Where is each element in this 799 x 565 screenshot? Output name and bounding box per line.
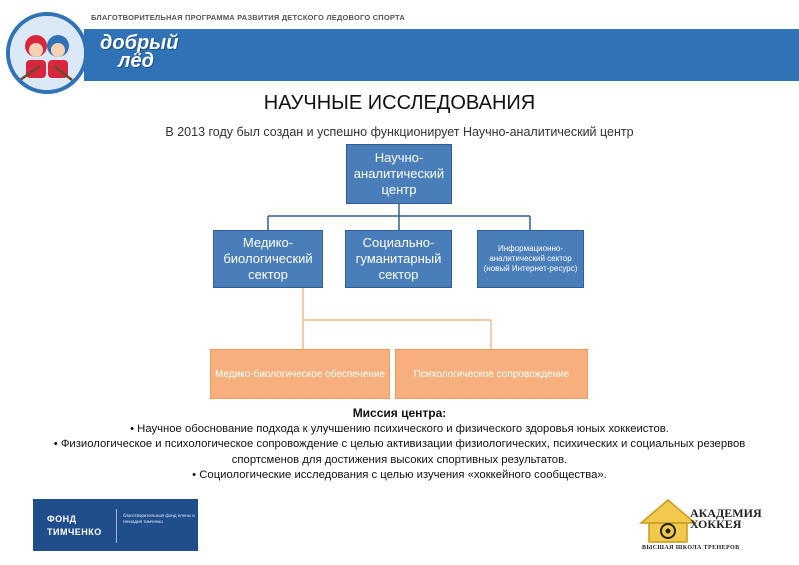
program-title: БЛАГОТВОРИТЕЛЬНАЯ ПРОГРАММА РАЗВИТИЯ ДЕТ… [91, 13, 405, 22]
org-node-research-center: Научно-аналитический центр [346, 144, 452, 204]
mission-item: • Физиологическое и психологическое сопр… [53, 438, 746, 466]
mission-item: • Научное обоснование подхода к улучшени… [130, 422, 669, 435]
dobry-led-logo [6, 12, 88, 94]
header-bar [84, 29, 799, 81]
fond-divider [116, 509, 117, 543]
mission-item: • Социологические исследования с целью и… [192, 469, 607, 481]
org-node-medical-sector: Медико-биологический сектор [213, 230, 323, 288]
page-title: НАУЧНЫЕ ИССЛЕДОВАНИЯ [263, 92, 536, 114]
academy-name: АКАДЕМИЯ ХОККЕЯ [690, 506, 762, 531]
org-node-social-sector: Социально-гуманитарный сектор [345, 230, 452, 288]
page-subtitle: В 2013 году был создан и успешно функцио… [165, 125, 634, 139]
org-node-info-sector: Информационно-аналитический сектор (новы… [477, 230, 584, 288]
mission-title: Миссия центра: [352, 406, 447, 420]
org-node-psychological-support: Психологическое сопровождение [395, 349, 588, 399]
house-emblem-icon [638, 499, 698, 543]
timchenko-foundation-logo: ФОНД ТИМЧЕНКО благотворительный фонд еле… [33, 499, 198, 551]
fond-name: ФОНД ТИМЧЕНКО [47, 514, 102, 537]
fond-description: благотворительный фонд елены и геннадия … [123, 513, 195, 524]
logo-wordmark: добрый лёд [100, 32, 179, 72]
hockey-academy-logo: АКАДЕМИЯ ХОККЕЯ ВЫСШАЯ ШКОЛА ТРЕНЕРОВ [638, 497, 778, 557]
academy-subtitle: ВЫСШАЯ ШКОЛА ТРЕНЕРОВ [642, 545, 740, 551]
mission-block: Миссия центра: • Научное обоснование под… [0, 406, 799, 484]
org-node-medical-support: Медико-биологическое обеспечение [210, 349, 390, 399]
